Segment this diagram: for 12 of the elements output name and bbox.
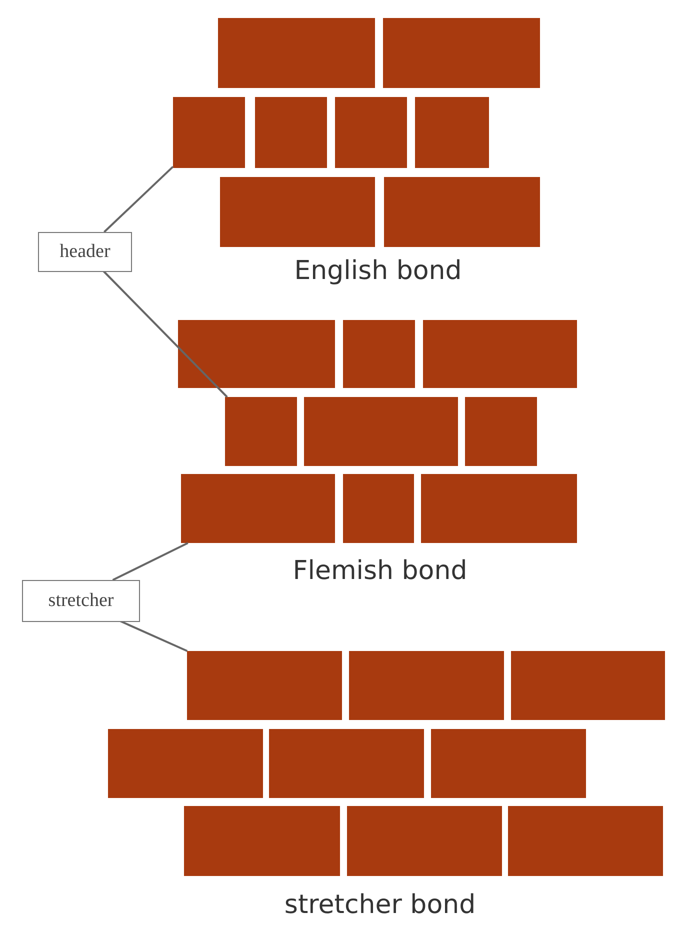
- brick: [181, 474, 335, 543]
- label-tag: stretcher: [22, 580, 140, 622]
- caption: stretcher bond: [284, 890, 476, 920]
- brick: [225, 397, 297, 466]
- leader-line: [112, 542, 188, 581]
- brick: [173, 97, 245, 168]
- caption: English bond: [294, 256, 462, 286]
- leader-line: [102, 269, 228, 398]
- leader-line: [104, 166, 174, 233]
- brick: [187, 651, 342, 720]
- caption: Flemish bond: [292, 556, 468, 586]
- label-tag: header: [38, 232, 132, 272]
